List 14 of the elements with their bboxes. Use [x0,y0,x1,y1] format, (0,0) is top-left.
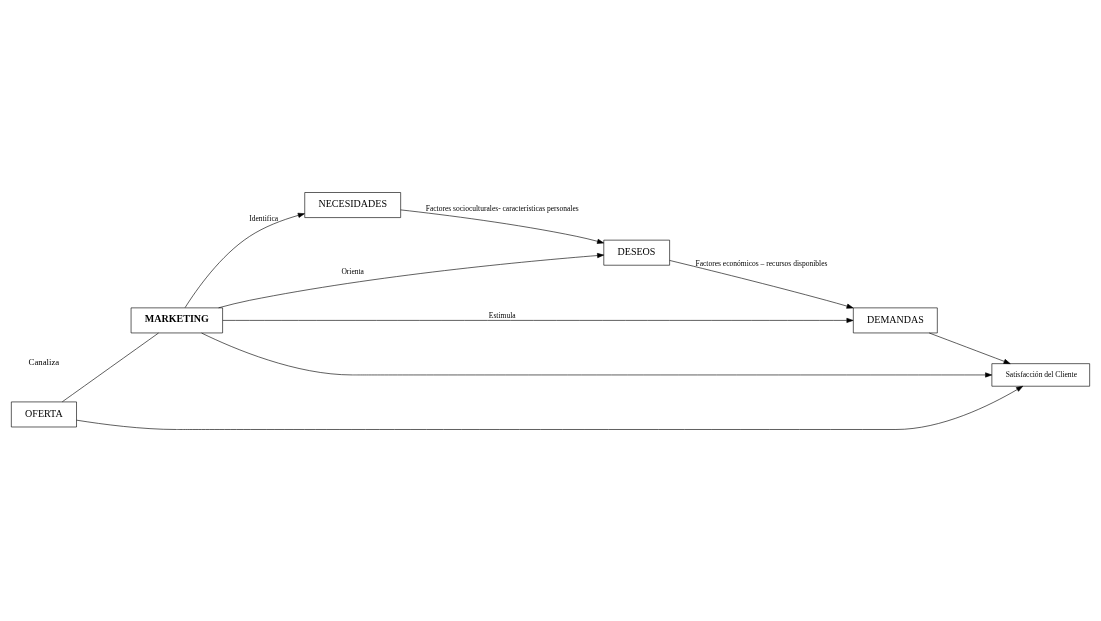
arrow [218,252,605,308]
node-box: DESEOS [603,239,670,266]
arrow [669,259,854,309]
arrow [400,209,604,244]
node-box: NECESIDADES [304,191,401,218]
node-box: MARKETING [130,307,223,333]
arrow [76,385,1024,430]
arrow [928,332,1011,364]
label: Canaliza [28,356,60,367]
node-box: OFERTA [11,401,77,427]
arrow [201,332,993,377]
arrow [222,317,854,323]
node-box: DEMANDAS [853,307,938,333]
arrow [184,212,305,308]
